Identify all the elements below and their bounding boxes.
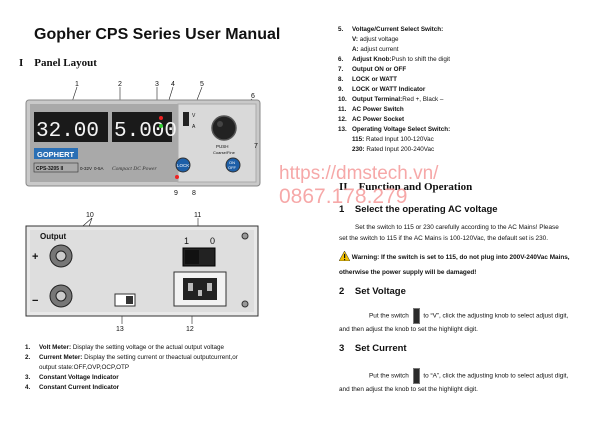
step-3-title: Set Current bbox=[354, 343, 407, 354]
step-1-title: Select the operating AC voltage bbox=[354, 204, 498, 215]
callout-1: 1 bbox=[75, 81, 79, 88]
switch-v-icon bbox=[412, 308, 420, 324]
list-item: 13.Operating Voltage Select Switch: bbox=[338, 126, 451, 133]
step-3-heading: 3 Set Current bbox=[339, 343, 407, 354]
list-item: 6.Adjust Knob:Push to shift the digit bbox=[338, 56, 450, 63]
ac-switch-1-label: 1 bbox=[184, 236, 189, 246]
warning-block: Warning: If the switch is set to 115, do… bbox=[338, 250, 597, 278]
list-item: 11.AC Power Switch bbox=[338, 106, 404, 113]
list-item: 9.LOCK or WATT Indicator bbox=[338, 86, 426, 93]
back-panel-diagram: Output + − 1 0 10 11 13 12 bbox=[20, 210, 272, 336]
step-1-text: Set the switch to 115 or 230 carefully a… bbox=[339, 222, 594, 244]
model-label: CPS-3205 II bbox=[36, 166, 64, 172]
cc-indicator bbox=[159, 124, 163, 128]
list-item: 8.LOCK or WATT bbox=[338, 76, 398, 83]
right-legend-list: 5.Voltage/Current Select Switch: V: adju… bbox=[338, 25, 593, 155]
volt-display: 32.00 bbox=[36, 120, 99, 143]
cv-indicator bbox=[159, 116, 163, 120]
list-item: 10.Output Terminal:Red +, Black – bbox=[338, 96, 444, 103]
step-1-heading: 1 Select the operating AC voltage bbox=[339, 204, 498, 215]
list-item: 4.Constant Current Indicator bbox=[25, 384, 120, 391]
spec-v: 0-32V bbox=[80, 166, 92, 171]
step-1-line-2: set the switch to 115 if the AC Mains is… bbox=[339, 235, 548, 242]
front-panel-diagram: 32.00 5.000 GOPHERT CPS-3205 II 0-32V 0-… bbox=[20, 78, 272, 198]
section-2-number: II bbox=[339, 181, 348, 193]
step-2-line-1: Put the switch to “V”, click the adjusti… bbox=[339, 308, 597, 324]
amp-display: 5.000 bbox=[114, 120, 177, 143]
section-2-title: Function and Operation bbox=[358, 181, 473, 193]
off-label: OFF bbox=[228, 165, 237, 170]
section-1-number: I bbox=[19, 57, 24, 69]
lock-indicator bbox=[175, 175, 179, 179]
panel-caption: Compact DC Power bbox=[112, 166, 157, 172]
step-2-text: Put the switch to “V”, click the adjusti… bbox=[339, 308, 597, 335]
callout-6: 6 bbox=[251, 93, 255, 100]
step-3-number: 3 bbox=[339, 343, 345, 354]
callout-11: 11 bbox=[194, 212, 201, 219]
ac-switch-0-label: 0 bbox=[210, 236, 215, 246]
list-item: output state:OFF,OVP,OCP,OTP bbox=[39, 364, 130, 371]
step-1-number: 1 bbox=[339, 204, 345, 215]
list-item: 5.Voltage/Current Select Switch: bbox=[338, 26, 444, 33]
callout-2: 2 bbox=[118, 81, 122, 88]
step-2-title: Set Voltage bbox=[354, 286, 406, 297]
va-v-label: V bbox=[192, 113, 196, 119]
warning-icon bbox=[338, 250, 351, 262]
lock-button[interactable] bbox=[175, 157, 191, 173]
step-3-line-2: and then adjust the knob to set the high… bbox=[339, 386, 478, 393]
list-item: A: adjust current bbox=[352, 46, 399, 53]
list-item: 115: Rated Input 100-120Vac bbox=[352, 136, 434, 143]
callout-8: 8 bbox=[192, 190, 196, 197]
output-label: Output bbox=[40, 232, 67, 241]
spec-a: 0-5A bbox=[94, 166, 104, 171]
va-select-switch[interactable] bbox=[183, 112, 189, 126]
list-item: 230: Rated Input 200-240Vac bbox=[352, 146, 435, 153]
onoff-button[interactable] bbox=[225, 157, 241, 173]
callout-12: 12 bbox=[186, 326, 194, 333]
step-3-line-1: Put the switch to “A”, click the adjusti… bbox=[339, 368, 597, 384]
step-1-line-1: Set the switch to 115 or 230 carefully a… bbox=[355, 224, 559, 231]
warning-line-1: Warning: If the switch is set to 115, do… bbox=[338, 250, 597, 263]
callout-3: 3 bbox=[155, 81, 159, 88]
list-item: 1.Volt Meter: Display the setting voltag… bbox=[25, 344, 225, 351]
list-item: 3.Constant Voltage Indicator bbox=[25, 374, 119, 381]
callout-4: 4 bbox=[171, 81, 175, 88]
step-2-heading: 2 Set Voltage bbox=[339, 286, 406, 297]
adjust-knob[interactable] bbox=[211, 115, 237, 141]
plus-sign: + bbox=[32, 251, 38, 263]
list-item: V: adjust voltage bbox=[352, 36, 399, 43]
minus-sign: − bbox=[32, 295, 38, 307]
step-3-text: Put the switch to “A”, click the adjusti… bbox=[339, 368, 597, 395]
list-item: 2.Current Meter: Display the setting cur… bbox=[25, 354, 238, 361]
left-legend-list: 1.Volt Meter: Display the setting voltag… bbox=[25, 343, 275, 393]
va-a-label: A bbox=[192, 124, 196, 130]
section-2-heading: II Function and Operation bbox=[339, 181, 472, 193]
warning-line-2: otherwise the power supply will be damag… bbox=[339, 269, 477, 276]
step-2-line-2: and then adjust the knob to set the high… bbox=[339, 326, 478, 333]
callout-13: 13 bbox=[116, 326, 124, 333]
watermark-phone: 0867.178.279 bbox=[279, 185, 408, 208]
brand-logo: GOPHERT bbox=[37, 150, 75, 159]
section-1-heading: I Panel Layout bbox=[19, 57, 97, 69]
lock-label: LOCK bbox=[177, 163, 189, 168]
step-2-number: 2 bbox=[339, 286, 345, 297]
section-1-title: Panel Layout bbox=[34, 57, 97, 69]
switch-a-icon bbox=[412, 368, 420, 384]
watermark-url: https://dmstech.vn/ bbox=[279, 163, 439, 184]
callout-10: 10 bbox=[86, 212, 94, 219]
callout-5: 5 bbox=[200, 81, 204, 88]
push-label: PUSH bbox=[216, 144, 229, 149]
callout-7: 7 bbox=[254, 143, 258, 150]
callout-9: 9 bbox=[174, 190, 178, 197]
on-label: ON bbox=[229, 160, 235, 165]
list-item: 12.AC Power Socket bbox=[338, 116, 405, 123]
document-title: Gopher CPS Series User Manual bbox=[34, 26, 281, 43]
list-item: 7.Output ON or OFF bbox=[338, 66, 407, 73]
knob-label: Coarse/Fine bbox=[213, 150, 236, 155]
